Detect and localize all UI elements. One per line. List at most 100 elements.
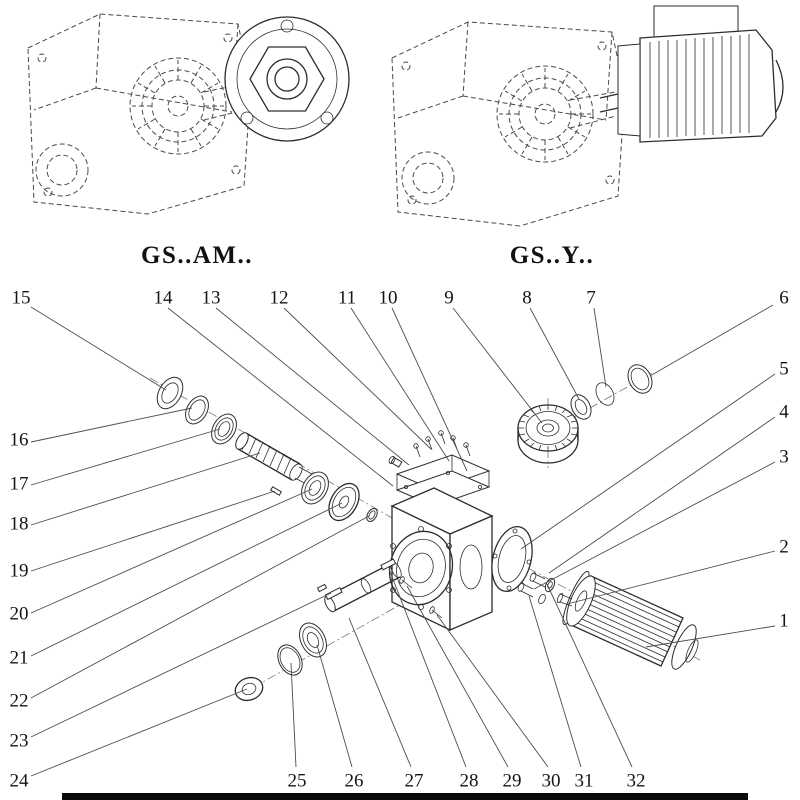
- callout-leader-line-16: [30, 407, 193, 443]
- motor-fins-exploded: [570, 579, 682, 663]
- gearbox-housing: [388, 487, 494, 632]
- exploded-assembly: [149, 364, 701, 702]
- callout-leader-line-23: [30, 592, 332, 738]
- callout-leader-line-12: [283, 307, 432, 450]
- worm-shaft: [235, 432, 314, 486]
- gear-circlip: [595, 382, 615, 406]
- motor-exploded: [556, 570, 699, 670]
- output-shaft: [324, 561, 402, 613]
- callout-leader-line-24: [30, 688, 248, 777]
- callout-number-26: 26: [345, 771, 364, 792]
- callout-number-27: 27: [405, 771, 424, 792]
- dowel-pin: [269, 486, 283, 496]
- callout-number-23: 23: [10, 731, 29, 752]
- gear-end-ring: [627, 364, 653, 394]
- gearbox-outline-am: [27, 13, 253, 215]
- callout-number-19: 19: [10, 561, 29, 582]
- callout-number-13: 13: [202, 288, 221, 309]
- input-retaining-ring: [185, 395, 209, 425]
- worm-thread-hatch: [241, 433, 292, 475]
- variant-label-gs-am: GS..AM..: [141, 242, 253, 269]
- callout-leader-line-13: [215, 307, 410, 466]
- callout-number-6: 6: [779, 288, 789, 309]
- callout-number-2: 2: [779, 537, 789, 558]
- callout-number-11: 11: [338, 288, 356, 309]
- callout-number-32: 32: [627, 771, 646, 792]
- vent-plug: [388, 455, 403, 468]
- o-ring-small: [366, 508, 378, 522]
- electric-motor-y: [599, 5, 784, 143]
- callout-number-24: 24: [10, 771, 30, 792]
- callout-number-3: 3: [779, 447, 789, 468]
- callout-leader-line-2: [566, 550, 776, 605]
- gearbox-outline-y: [391, 21, 625, 227]
- callout-leader-line-18: [30, 452, 261, 526]
- callout-number-15: 15: [12, 288, 31, 309]
- gear-teeth-hatch: [518, 405, 578, 451]
- callout-leader-line-6: [649, 304, 774, 377]
- callout-leader-line-5: [520, 373, 776, 550]
- output-washer: [234, 676, 264, 702]
- callout-leader-line-29: [406, 585, 509, 768]
- page-edge-bar: [62, 793, 748, 800]
- callout-number-14: 14: [154, 288, 174, 309]
- callout-number-28: 28: [460, 771, 479, 792]
- callout-leader-line-3: [533, 461, 776, 590]
- callout-number-8: 8: [522, 288, 532, 309]
- cover-screws-shanks: [415, 432, 471, 458]
- worm-wheel-hatch-am: [132, 60, 224, 152]
- input-bearing-rear: [301, 471, 329, 505]
- callout-leader-line-11: [350, 307, 450, 462]
- callout-number-22: 22: [10, 691, 29, 712]
- callout-leader-line-17: [30, 428, 221, 486]
- callout-number-10: 10: [379, 288, 398, 309]
- output-flange-am: [224, 16, 350, 142]
- callout-leader-line-10: [391, 307, 468, 472]
- callout-leader-line-26: [316, 644, 353, 768]
- callout-number-31: 31: [575, 771, 594, 792]
- callout-leader-line-19: [30, 490, 276, 572]
- callout-number-20: 20: [10, 604, 29, 625]
- housing-screws: [399, 576, 443, 619]
- shim-disc: [328, 482, 360, 522]
- callout-number-4: 4: [779, 402, 789, 423]
- callout-number-25: 25: [288, 771, 307, 792]
- callout-number-16: 16: [10, 430, 29, 451]
- callout-leader-line-15: [30, 306, 167, 391]
- callout-leader-line-25: [290, 662, 297, 768]
- output-bearing: [299, 622, 327, 658]
- parallel-key: [316, 583, 343, 601]
- callout-number-5: 5: [779, 359, 789, 380]
- helical-gear: [517, 404, 579, 464]
- callout-leader-line-30: [436, 614, 549, 768]
- gear-bearing: [570, 394, 592, 420]
- callout-leader-line-22: [30, 515, 370, 699]
- callout-leader-line-14: [167, 307, 394, 487]
- callout-leader-line-9: [452, 307, 543, 424]
- callout-number-17: 17: [10, 474, 29, 495]
- callout-leader-line-31: [528, 595, 582, 768]
- callout-leader-line-4: [548, 416, 776, 574]
- callout-number-21: 21: [10, 648, 29, 669]
- callout-leader-line-28: [388, 568, 467, 768]
- input-seal-ring: [156, 376, 184, 410]
- callout-leader-line-32: [546, 583, 633, 768]
- input-bearing-front: [211, 413, 237, 445]
- callout-number-18: 18: [10, 514, 29, 535]
- callout-number-29: 29: [503, 771, 522, 792]
- callout-leader-line-8: [529, 307, 580, 400]
- worm-wheel-hatch-y: [499, 68, 591, 160]
- callout-leader-line-21: [30, 502, 343, 657]
- callout-leader-line-20: [30, 488, 313, 614]
- callout-leader-line-7: [593, 307, 607, 388]
- output-snap-ring: [277, 644, 303, 676]
- callout-number-30: 30: [542, 771, 561, 792]
- callout-number-9: 9: [444, 288, 454, 309]
- motor-flange-ring: [491, 526, 533, 592]
- callout-number-12: 12: [270, 288, 289, 309]
- callout-leader-line-1: [645, 625, 776, 648]
- callout-leader-line-27: [348, 617, 412, 768]
